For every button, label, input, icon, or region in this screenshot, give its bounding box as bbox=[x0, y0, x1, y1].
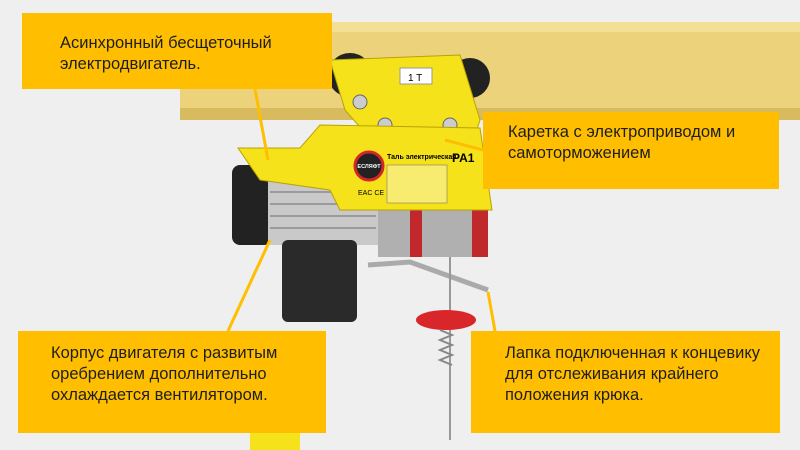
spring bbox=[437, 329, 455, 366]
motor-fan-cover bbox=[232, 165, 272, 245]
drum-flange bbox=[472, 205, 488, 257]
callout-carriage: Каретка с электроприводом и самоторможен… bbox=[483, 112, 779, 189]
callout-housing: Корпус двигателя с развитым оребрением д… bbox=[18, 331, 326, 433]
capacity-plate bbox=[399, 67, 433, 85]
drum-flange bbox=[410, 205, 422, 257]
brand-logo bbox=[353, 150, 385, 182]
beam-top-flange bbox=[180, 22, 800, 32]
cable-drum bbox=[378, 205, 488, 257]
spec-plate bbox=[386, 164, 448, 204]
stopper bbox=[416, 310, 476, 330]
hook-block bbox=[250, 432, 300, 450]
capacity-label: 1 T bbox=[408, 73, 422, 84]
brand-label: ЕСЛЯФТ bbox=[357, 164, 381, 170]
certification-marks: EAC CE bbox=[358, 190, 384, 197]
control-box bbox=[282, 240, 357, 322]
product-name: Таль электрическая bbox=[387, 154, 456, 161]
bolt bbox=[352, 94, 368, 110]
limit-lever bbox=[367, 259, 489, 293]
model-label: PA1 bbox=[452, 151, 475, 165]
pointer-lines bbox=[226, 88, 497, 332]
callout-motor: Асинхронный бесщеточный электродвигатель… bbox=[22, 13, 332, 89]
callout-lever: Лапка подключенная к концевику для отсле… bbox=[471, 331, 780, 433]
